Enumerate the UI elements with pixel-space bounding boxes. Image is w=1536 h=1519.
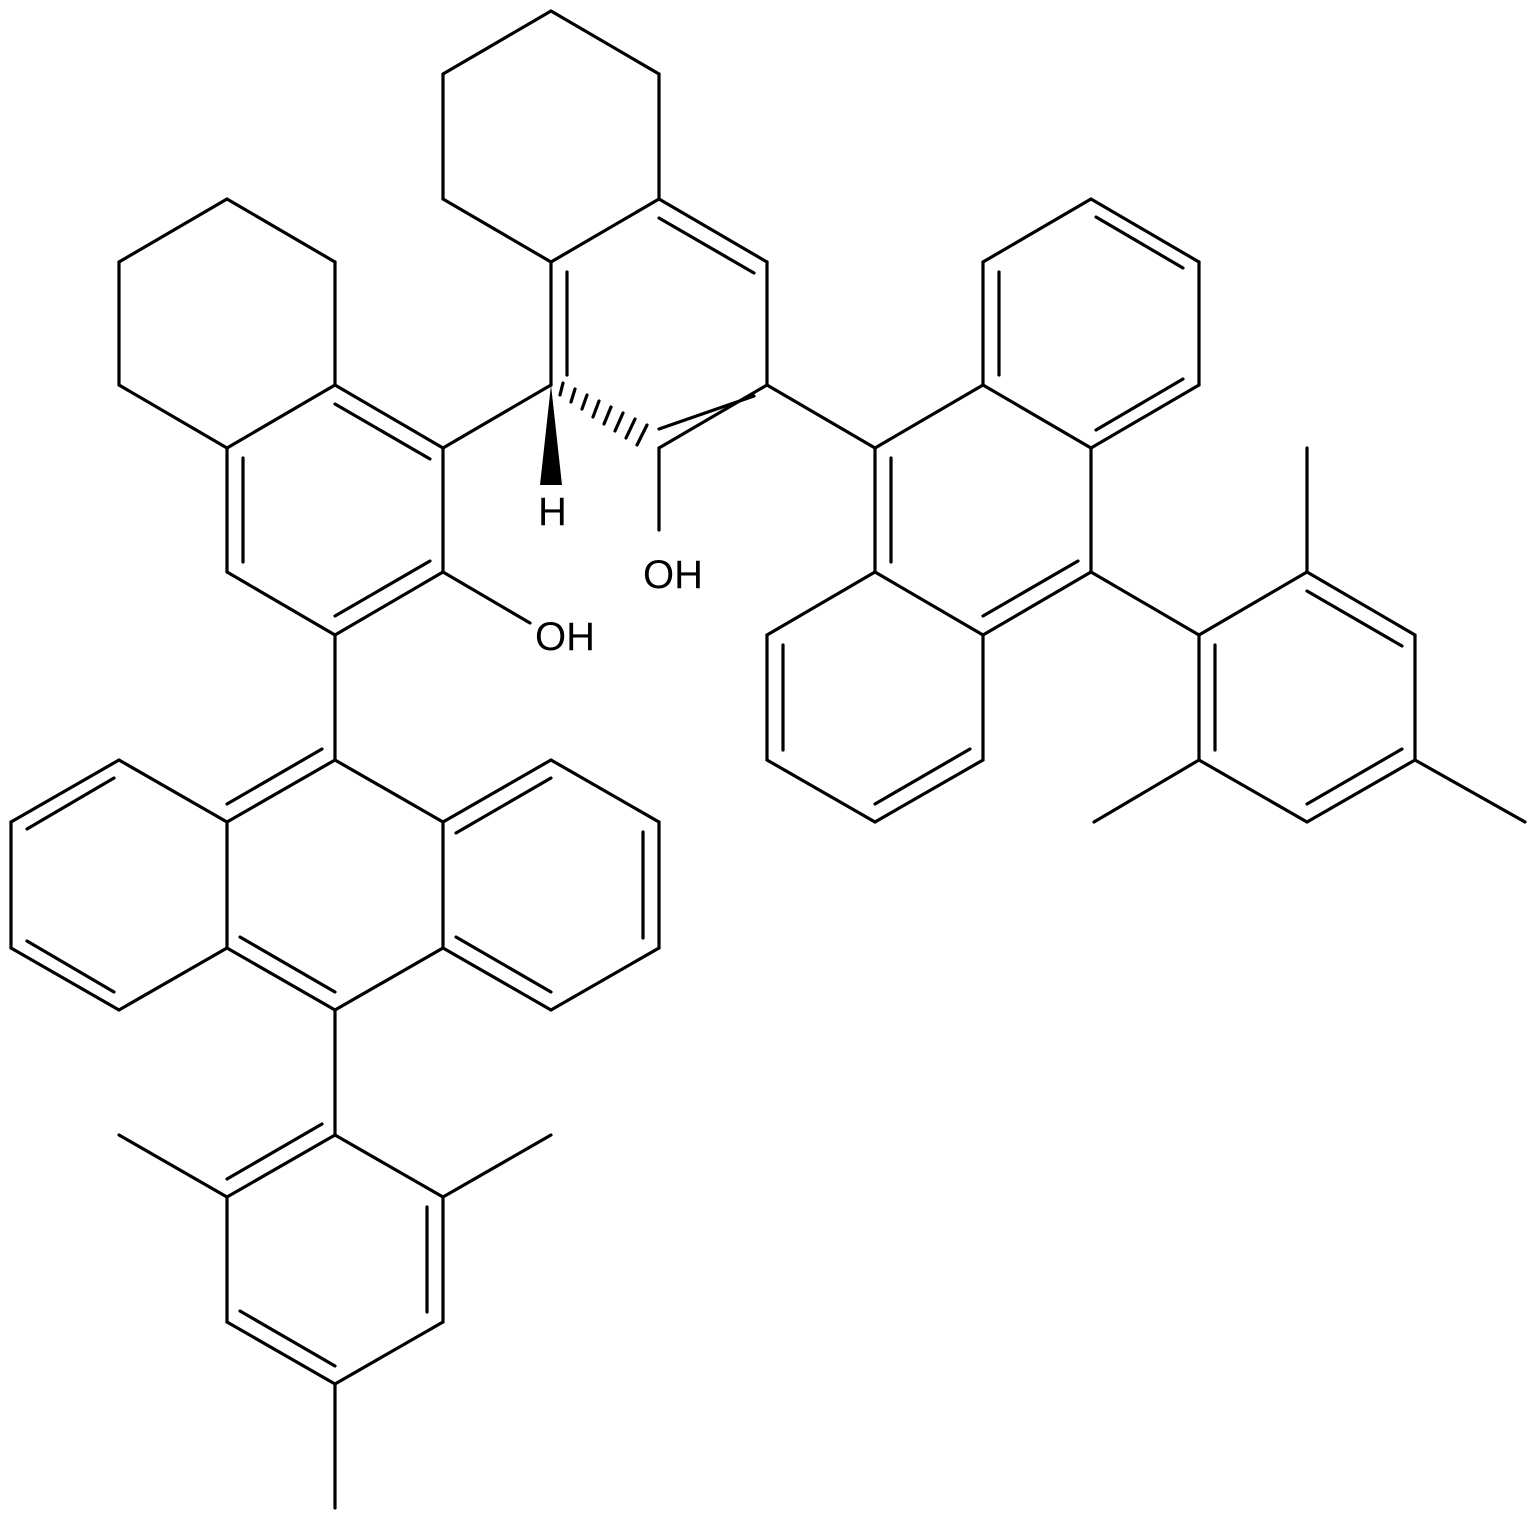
bond <box>333 570 445 637</box>
bond <box>117 758 229 824</box>
bond <box>981 559 1080 618</box>
hash <box>602 405 613 426</box>
bond <box>225 383 337 450</box>
bond <box>441 383 553 450</box>
bond <box>441 570 532 625</box>
bond <box>225 1133 337 1199</box>
bond <box>454 776 553 835</box>
bond <box>333 758 445 824</box>
bond <box>657 197 769 264</box>
bond <box>873 747 972 806</box>
hash <box>591 399 601 419</box>
bond <box>1305 570 1417 637</box>
bond <box>1305 589 1404 648</box>
bond <box>873 383 985 450</box>
bond <box>117 197 229 264</box>
bond <box>117 946 229 1012</box>
bond <box>441 1133 553 1199</box>
bond <box>454 935 553 994</box>
bond <box>873 570 985 637</box>
bond <box>1089 383 1201 450</box>
bond <box>441 946 553 1012</box>
bond <box>765 758 877 824</box>
bond <box>333 559 432 618</box>
bond <box>981 570 1093 637</box>
bond <box>981 197 1093 264</box>
bond <box>238 1309 337 1368</box>
hash <box>569 387 577 404</box>
bond <box>657 216 756 275</box>
bond <box>441 9 553 76</box>
bond <box>117 1133 229 1199</box>
left-mesityl <box>117 1008 553 1510</box>
right-tetrahydronaphthalene <box>441 9 769 532</box>
bond <box>225 197 337 264</box>
solid-wedge <box>540 385 562 485</box>
bond <box>549 197 661 264</box>
bond <box>225 570 337 637</box>
right-mesityl <box>1089 446 1527 824</box>
stereo-hydrogen-label: H <box>538 490 567 534</box>
bond <box>657 383 769 450</box>
bond <box>225 1122 324 1181</box>
left-tetrahydronaphthalene <box>117 197 532 637</box>
bond <box>549 758 661 824</box>
bond <box>549 9 661 76</box>
bond <box>1197 758 1309 824</box>
bond <box>441 197 553 264</box>
hash <box>635 423 649 447</box>
bond <box>225 946 337 1012</box>
hash <box>613 411 625 433</box>
bond <box>657 394 756 431</box>
bond <box>333 1133 445 1199</box>
bond <box>1092 758 1201 824</box>
bond <box>225 758 337 824</box>
hash <box>558 381 565 397</box>
hydroxyl-label-left: OH <box>535 615 595 659</box>
bond <box>333 946 445 1012</box>
hashed-wedge <box>558 381 649 447</box>
bond <box>441 758 553 824</box>
left-anthracene <box>9 633 661 1012</box>
bond <box>1089 570 1201 637</box>
hash <box>580 393 589 411</box>
bond <box>238 935 337 994</box>
stereo-wedges <box>540 381 649 485</box>
bond <box>549 946 661 1012</box>
bond <box>117 383 229 450</box>
bond <box>333 383 445 450</box>
bond <box>25 776 116 831</box>
bond <box>9 946 121 1012</box>
bond <box>9 758 121 824</box>
bond <box>25 939 116 994</box>
bond <box>225 1320 337 1386</box>
bond <box>765 570 877 637</box>
bond <box>1089 197 1201 264</box>
bond <box>333 402 432 461</box>
bond <box>1305 758 1417 824</box>
bond <box>1197 570 1309 637</box>
bond <box>1094 377 1185 432</box>
hash <box>624 417 637 440</box>
bond <box>765 383 877 450</box>
bond <box>333 1320 445 1386</box>
bond <box>1094 215 1185 270</box>
bond <box>225 747 324 806</box>
bond <box>1305 747 1404 806</box>
bond <box>981 383 1093 450</box>
bond <box>1413 758 1527 824</box>
bond <box>873 758 985 824</box>
right-anthracene <box>765 197 1201 824</box>
hydroxyl-label-right: OH <box>643 553 703 597</box>
